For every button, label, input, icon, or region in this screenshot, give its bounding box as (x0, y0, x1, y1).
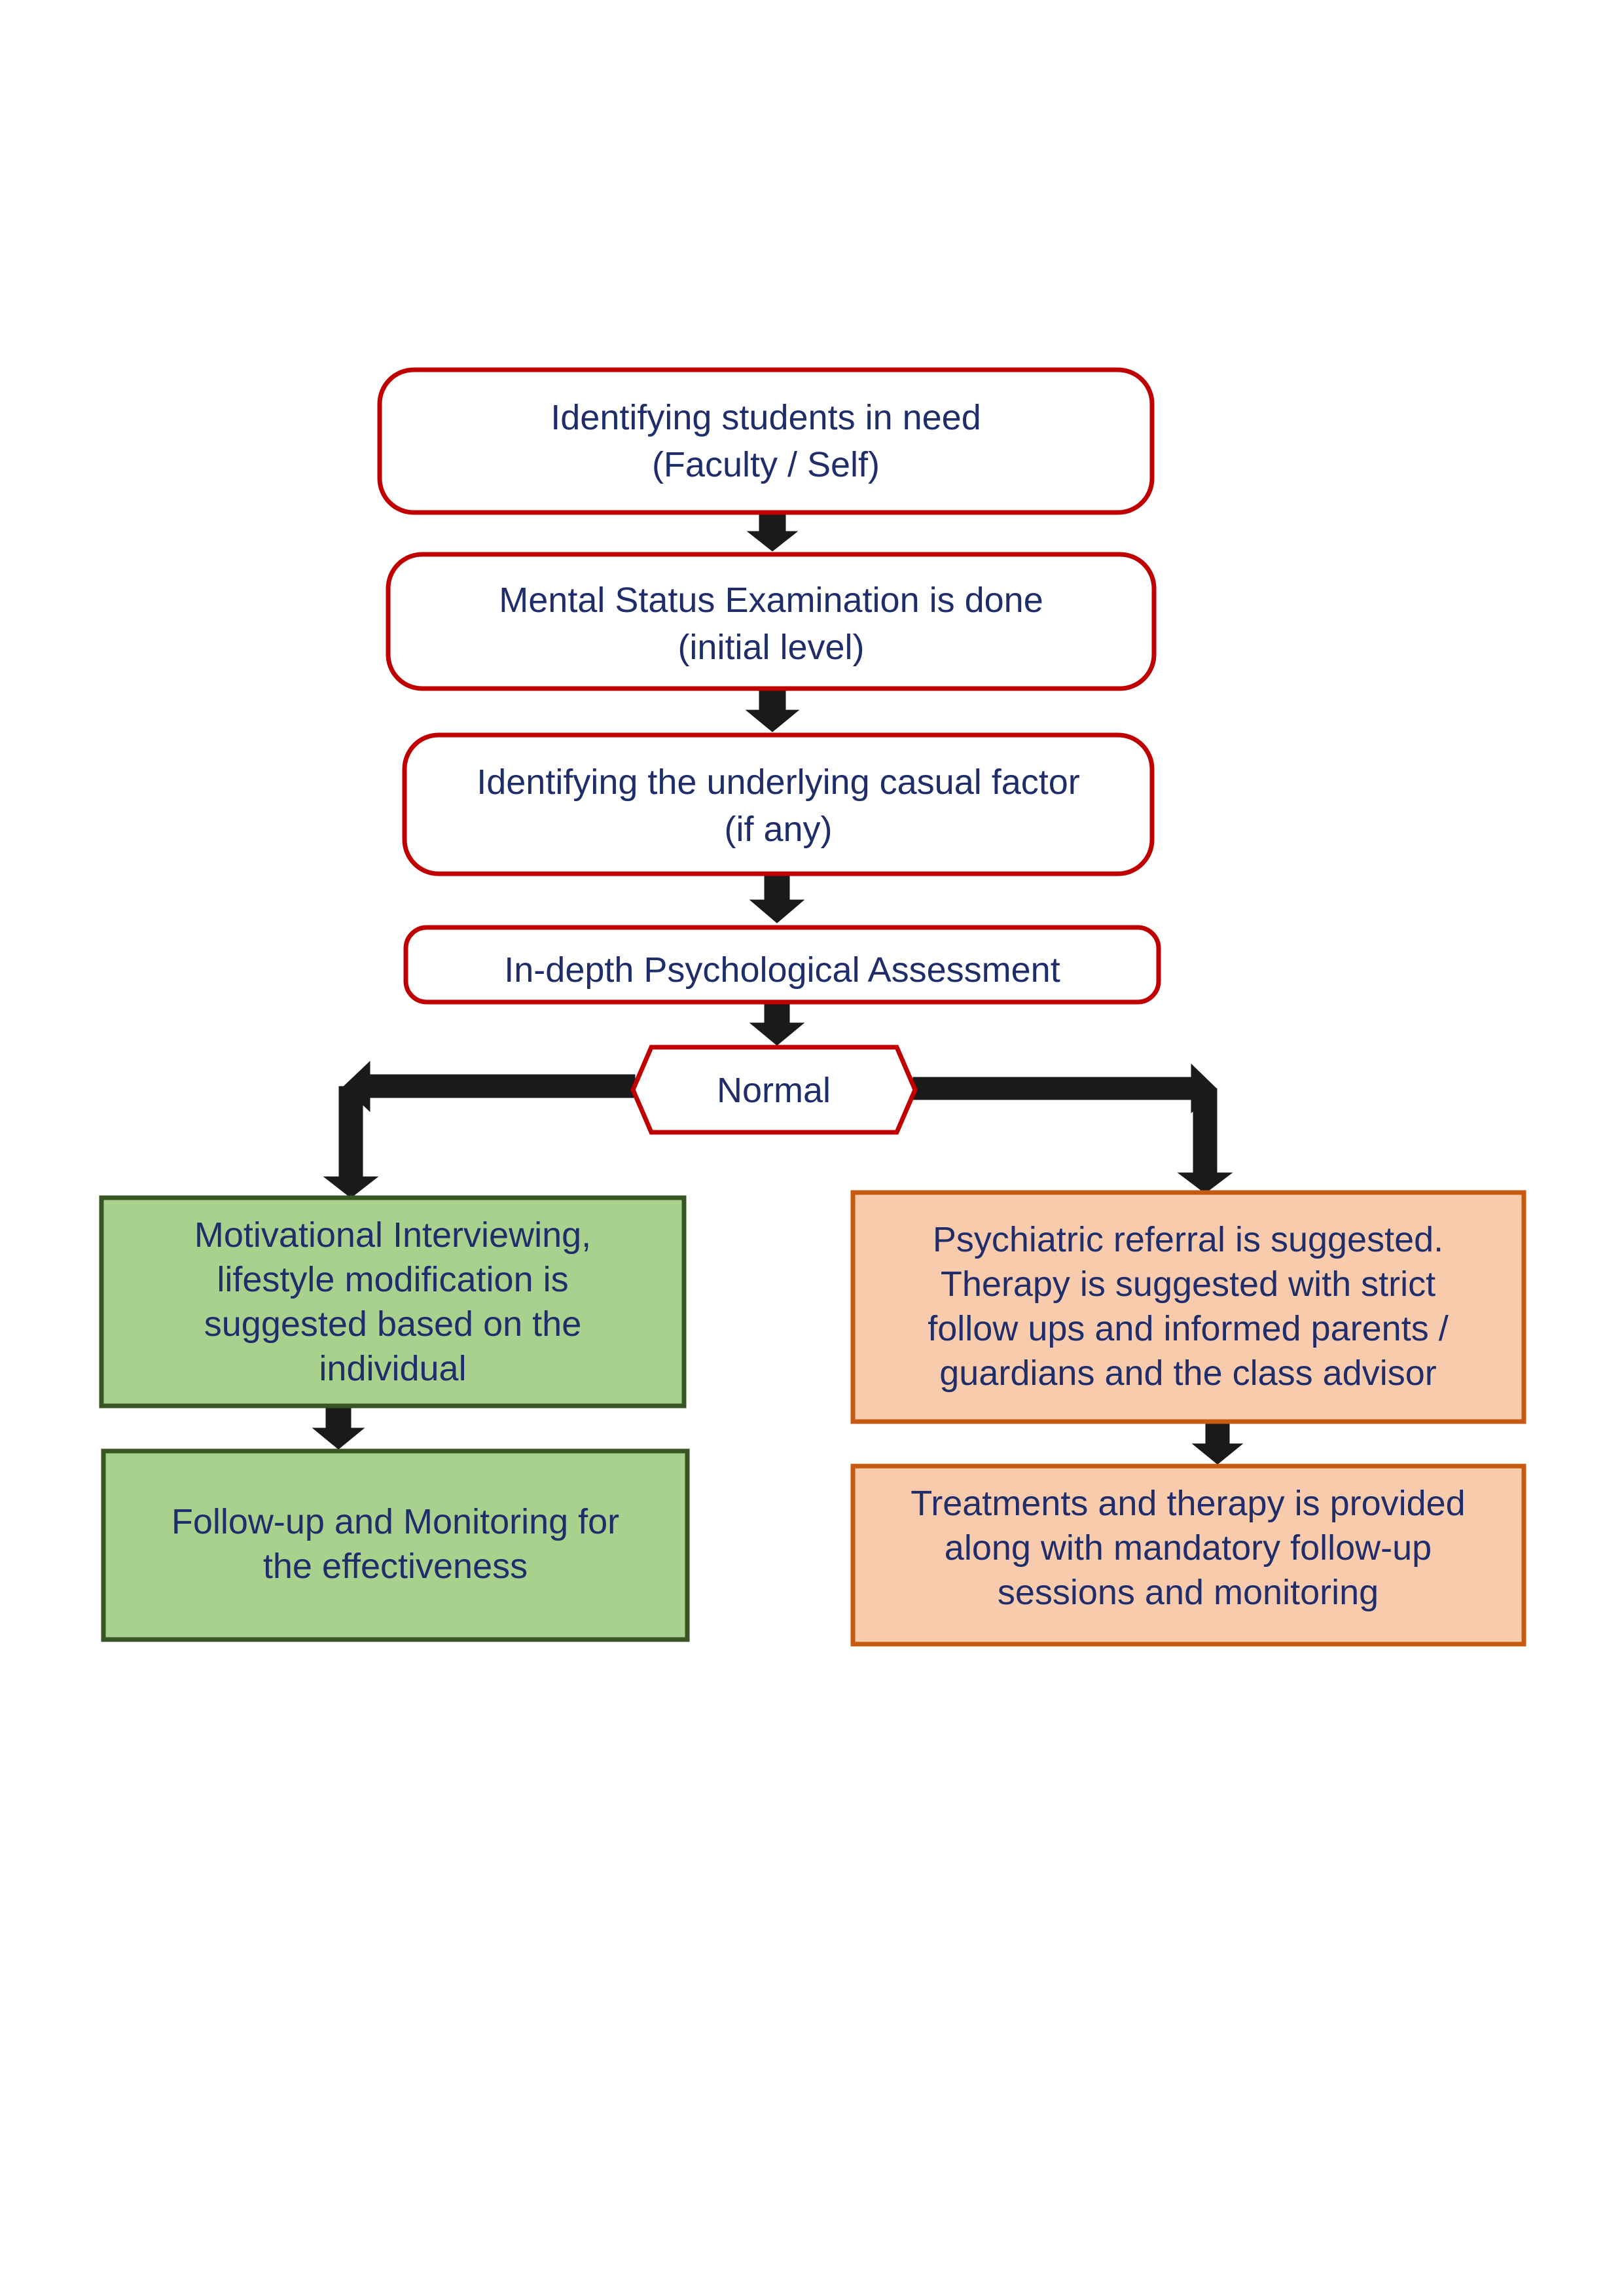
step-identifying-students-line1: Identifying students in need (550, 398, 981, 437)
down-arrow-2 (745, 689, 800, 732)
decision-normal-label: Normal (717, 1071, 831, 1110)
step-mental-status-exam-line1: Mental Status Examination is done (499, 581, 1043, 620)
step-causal-factor-line2: (if any) (724, 810, 832, 849)
treatments-therapy-box (850, 1463, 1526, 1647)
right-elbow-horizontal (912, 1077, 1195, 1100)
decision-normal-shape (630, 1045, 918, 1135)
step-mental-status-exam: Mental Status Examination is done (initi… (386, 552, 1157, 691)
psychiatric-referral-line1: Psychiatric referral is suggested. (933, 1220, 1443, 1259)
down-arrow-left (312, 1407, 365, 1450)
left-branch-box-1: Motivational Interviewing, lifestyle mod… (99, 1195, 687, 1408)
right-elbow-vertical (1193, 1088, 1218, 1174)
step-psychological-assessment: In-depth Psychological Assessment (403, 925, 1161, 1005)
psychiatric-referral-line3: follow ups and informed parents / (928, 1309, 1448, 1348)
right-down-head (1177, 1172, 1233, 1194)
step-identifying-students-box (377, 367, 1155, 515)
motivational-interviewing-box (99, 1195, 687, 1408)
down-arrow-1 (746, 513, 799, 552)
motivational-interviewing-line4: individual (319, 1349, 466, 1388)
motivational-interviewing-line1: Motivational Interviewing, (194, 1215, 591, 1255)
decision-normal: Normal (630, 1045, 918, 1135)
treatments-therapy-line3: sessions and monitoring (998, 1573, 1379, 1612)
left-elbow-horizontal (356, 1074, 636, 1098)
right-branch-box-1: Psychiatric referral is suggested. Thera… (850, 1190, 1526, 1424)
psychiatric-referral-box (850, 1190, 1526, 1424)
down-arrow-right (1191, 1423, 1244, 1465)
down-arrow-4 (749, 1001, 805, 1046)
left-branch-box-2: Follow-up and Monitoring for the effecti… (101, 1448, 690, 1642)
motivational-interviewing-line2: lifestyle modification is (217, 1260, 568, 1299)
down-arrow-3 (749, 874, 805, 924)
left-down-head (323, 1176, 379, 1198)
step-causal-factor: Identifying the underlying casual factor… (402, 732, 1155, 876)
left-elbow-vertical (338, 1086, 363, 1179)
motivational-interviewing-line3: suggested based on the (204, 1304, 581, 1344)
follow-up-monitoring-box (101, 1448, 690, 1642)
step-mental-status-exam-box (386, 552, 1157, 691)
step-mental-status-exam-line2: (initial level) (677, 628, 864, 667)
step-identifying-students: Identifying students in need (Faculty / … (377, 367, 1155, 515)
step-identifying-students-line2: (Faculty / Self) (652, 445, 880, 484)
treatments-therapy-line2: along with mandatory follow-up (945, 1528, 1432, 1568)
right-branch-box-2: Treatments and therapy is provided along… (850, 1463, 1526, 1647)
psychiatric-referral-line2: Therapy is suggested with strict (941, 1265, 1435, 1304)
follow-up-monitoring-line2: the effectiveness (263, 1547, 528, 1586)
step-psychological-assessment-label: In-depth Psychological Assessment (504, 950, 1060, 990)
step-psychological-assessment-box (403, 925, 1161, 1005)
step-causal-factor-box (402, 732, 1155, 876)
follow-up-monitoring-line1: Follow-up and Monitoring for (171, 1502, 619, 1541)
arrows (312, 513, 1244, 1465)
treatments-therapy-line1: Treatments and therapy is provided (911, 1484, 1465, 1523)
step-causal-factor-line1: Identifying the underlying casual factor (477, 762, 1080, 802)
psychiatric-referral-line4: guardians and the class advisor (939, 1354, 1436, 1393)
